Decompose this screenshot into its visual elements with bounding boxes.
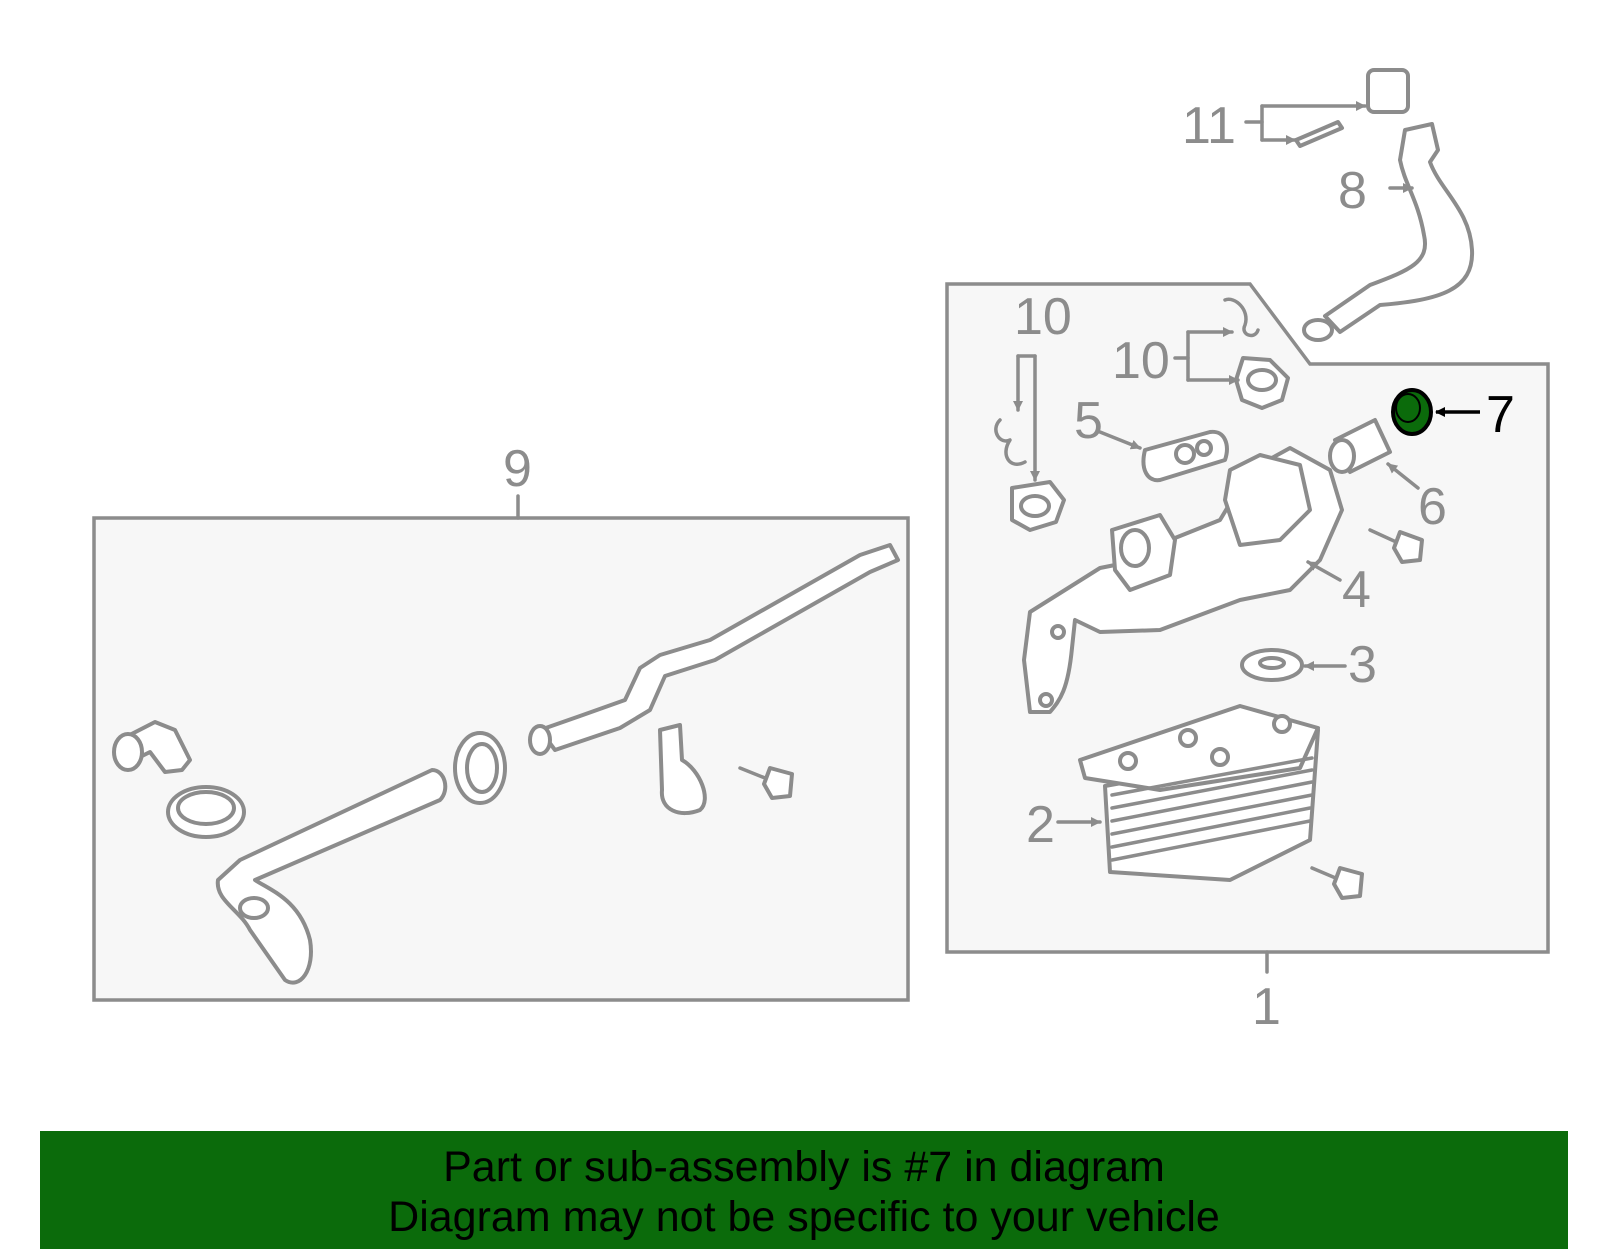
callout-9: 9 [503,440,532,498]
bolt-part-upper[interactable] [1368,528,1424,564]
sleeve-part[interactable] [1328,418,1392,474]
clip-part-top[interactable] [1223,297,1260,338]
hose-clamp-part-right[interactable] [453,731,507,805]
nut-part-left[interactable] [1010,480,1066,532]
banner-disclaimer: Diagram may not be specific to your vehi… [388,1193,1220,1241]
bolt-part-lower[interactable] [1310,866,1364,900]
bolt-part-left-group[interactable] [738,766,794,800]
callout-3: 3 [1348,636,1377,694]
callout-5: 5 [1074,392,1103,450]
gasket-part[interactable] [1141,429,1229,483]
callout-10-top: 10 [1112,332,1170,390]
banner-part-info: Part or sub-assembly is #7 in diagram [443,1143,1165,1191]
highlighted-cap-part-7[interactable] [1391,388,1433,436]
callout-2: 2 [1026,796,1055,854]
callout-11: 11 [1182,97,1236,155]
callout-6: 6 [1418,478,1447,536]
coolant-hose-part[interactable] [1302,68,1475,342]
oil-cooler-housing-part[interactable] [1022,446,1344,714]
oil-cooler-assembly-box [945,282,1550,954]
oil-cooler-part[interactable] [1078,704,1320,882]
pipe-bracket-part[interactable] [658,723,707,816]
coolant-pipe-part[interactable] [528,543,900,756]
callout-8: 8 [1338,162,1367,220]
hose-clamp-part-left[interactable] [166,785,246,839]
coolant-hose-lower-part[interactable] [215,768,448,985]
info-banner: Part or sub-assembly is #7 in diagram Di… [40,1131,1568,1249]
washer-part[interactable] [1240,648,1304,682]
clip-part-left[interactable] [994,418,1027,466]
callout-7: 7 [1486,386,1515,444]
callout-4: 4 [1342,561,1371,619]
connector-clip-part[interactable] [1294,120,1344,148]
elbow-connector-part[interactable] [112,720,192,774]
callout-10-left: 10 [1014,288,1072,346]
callout-1: 1 [1252,978,1281,1036]
